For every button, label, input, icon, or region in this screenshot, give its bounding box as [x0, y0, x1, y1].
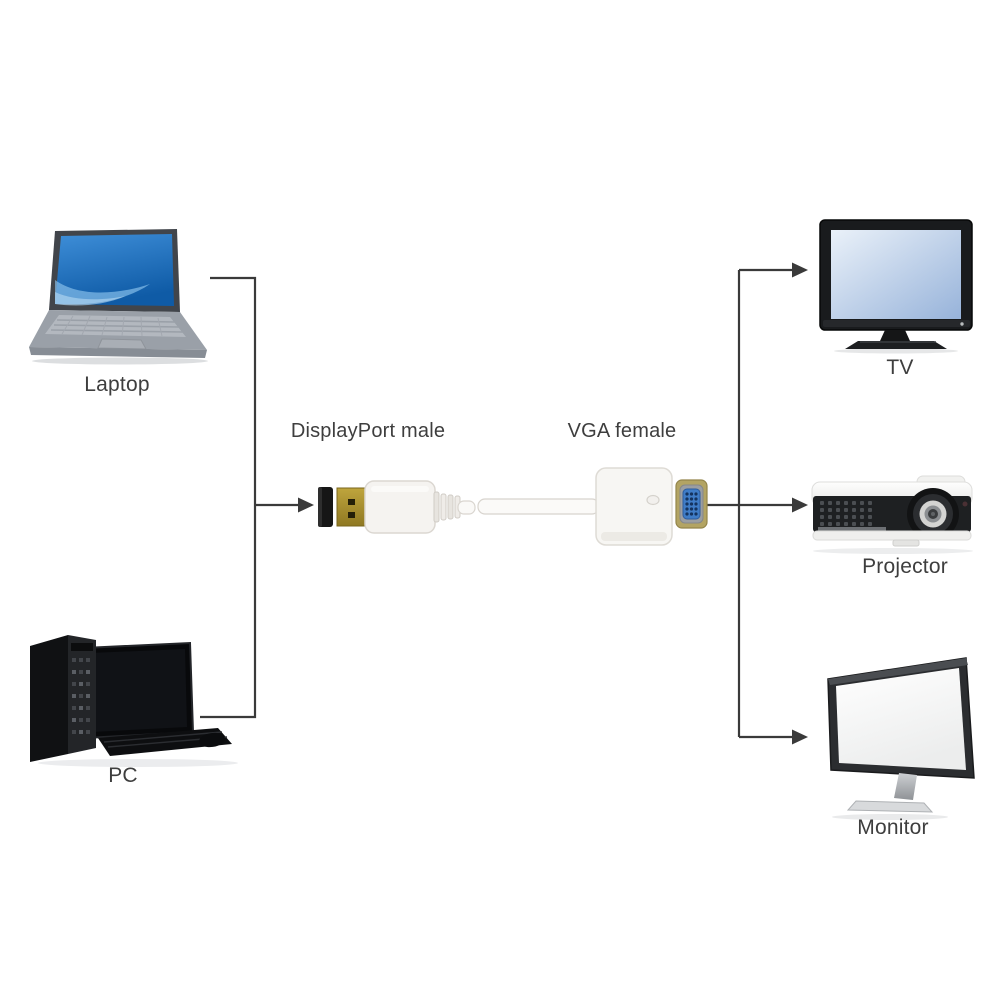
displayport-male-label: DisplayPort male	[290, 420, 446, 442]
projector-bottom	[812, 530, 972, 541]
pc-tower-vents	[72, 658, 90, 734]
tv-shadow	[834, 348, 958, 354]
projector-indicator-dot	[962, 501, 968, 507]
laptop-touchpad	[97, 338, 147, 350]
pc-tower-drive-bay	[71, 643, 93, 651]
arrow-right-icon	[792, 262, 808, 278]
arrow-right-icon	[792, 729, 808, 745]
vga-adapter-box	[595, 467, 673, 546]
pc-monitor-screen	[90, 649, 187, 732]
projector-label: Projector	[862, 555, 948, 578]
laptop-screen	[55, 234, 174, 306]
monitor-illustration	[808, 645, 993, 825]
projector-lens	[907, 488, 959, 540]
monitor-base	[846, 800, 934, 813]
laptop-screen-wave2	[55, 292, 126, 306]
tv-power-led	[960, 322, 964, 326]
adapter-box-shade	[601, 532, 667, 541]
projector-io-strip	[818, 527, 886, 531]
tv-illustration	[815, 214, 980, 354]
cable-left-segment	[457, 500, 476, 515]
tv-neck	[880, 330, 910, 341]
cable-right-segment	[477, 498, 600, 515]
laptop-illustration	[28, 220, 213, 370]
displayport-pin	[348, 499, 355, 505]
projector-illustration	[805, 470, 980, 565]
pc-mouse	[199, 732, 225, 748]
monitor-shadow	[832, 814, 948, 820]
monitor-stand	[894, 773, 917, 800]
monitor-label: Monitor	[857, 816, 929, 839]
displayport-cap-edge	[318, 487, 322, 527]
laptop-label: Laptop	[84, 373, 150, 396]
laptop-shadow	[32, 357, 208, 365]
laptop-key-cols	[61, 315, 163, 337]
displayport-plug	[336, 487, 370, 527]
tv-bottom-gloss	[823, 320, 970, 327]
monitor-top-edge	[828, 658, 968, 685]
tv-base	[845, 341, 947, 349]
pc-tower-side	[30, 635, 68, 762]
displayport-pin	[348, 512, 355, 518]
pc-label: PC	[108, 764, 138, 787]
projector-foot	[892, 539, 920, 547]
laptop-front-edge	[29, 347, 207, 358]
laptop-screen-wave	[55, 280, 150, 305]
projector-vent-grid	[820, 501, 872, 526]
cable-strain-relief	[433, 491, 461, 523]
projector-shadow	[813, 548, 973, 554]
tv-label: TV	[886, 356, 914, 379]
pc-illustration	[18, 630, 238, 770]
adapter-oval-detail	[646, 494, 660, 506]
adapter-illustration	[312, 455, 712, 555]
vga-female-label: VGA female	[567, 420, 677, 442]
connector-highlight	[371, 486, 429, 492]
pc-shadow	[38, 759, 238, 767]
vga-pin-holes	[685, 492, 698, 516]
tv-screen	[831, 230, 961, 319]
monitor-screen	[836, 668, 966, 770]
